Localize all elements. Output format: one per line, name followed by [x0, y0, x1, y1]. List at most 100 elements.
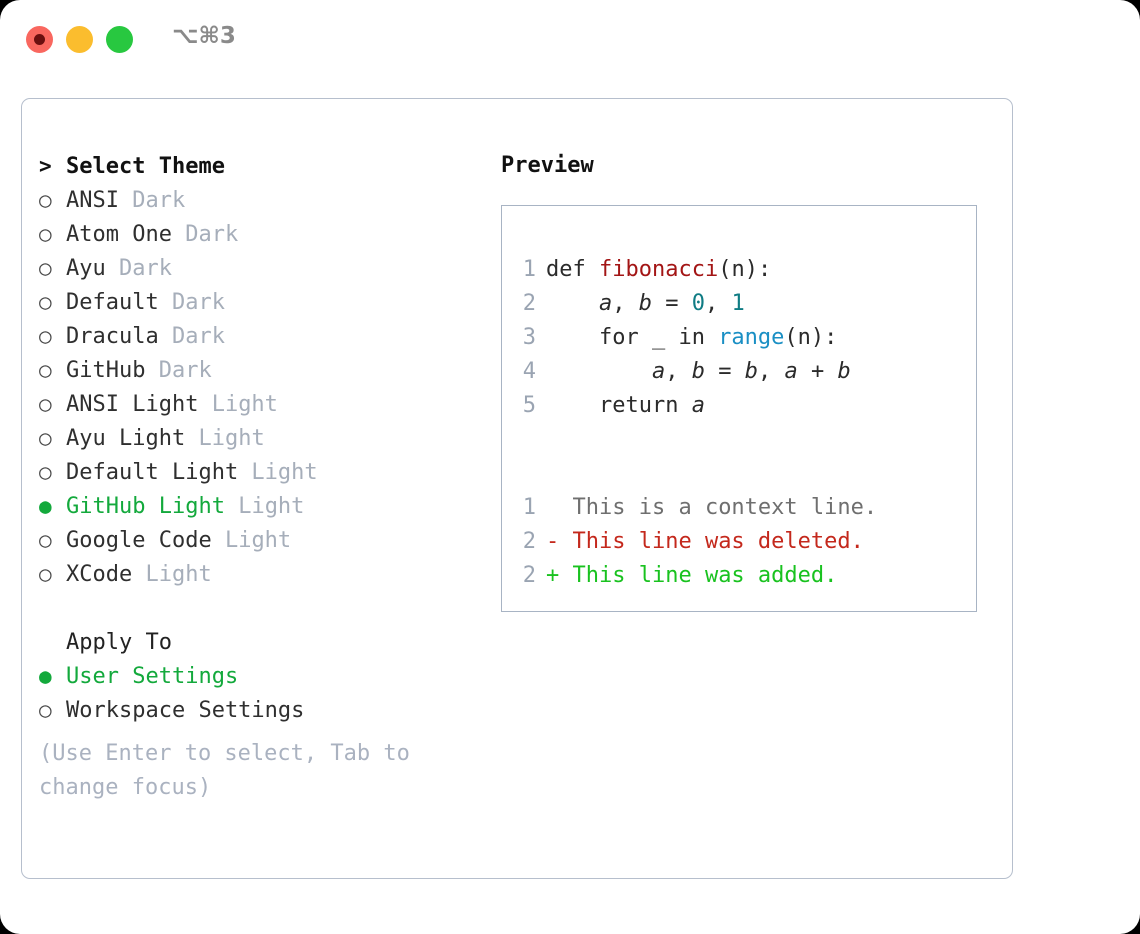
close-icon: [34, 34, 45, 45]
theme-name-label: ANSI Light: [66, 392, 199, 417]
theme-name-label: GitHub Light: [66, 494, 225, 519]
theme-variant-label: Dark: [118, 188, 186, 213]
page-title: Select Theme: [66, 154, 225, 179]
code-line: 2 a, b = 0, 1: [502, 287, 976, 321]
code-token: [546, 359, 652, 384]
code-text: def fibonacci(n):: [546, 253, 771, 287]
list-spacer: [39, 591, 479, 625]
maximize-button[interactable]: [106, 26, 133, 53]
theme-variant-label: Light: [211, 528, 292, 553]
theme-name-label: Ayu Light: [66, 426, 186, 451]
code-token: def: [546, 257, 599, 282]
code-token: =: [651, 291, 692, 316]
line-number: 3: [522, 325, 536, 350]
apply-to-option[interactable]: ● User Settings: [39, 659, 479, 693]
code-token: a: [651, 359, 666, 384]
diff-sign: +: [546, 563, 560, 588]
theme-name-label: Google Code: [66, 528, 212, 553]
radio-selected-icon: ●: [39, 494, 52, 518]
theme-list: ○ANSI Dark○Atom One Dark○Ayu Dark○Defaul…: [39, 183, 479, 591]
theme-list-item[interactable]: ○ANSI Light Light: [39, 387, 479, 421]
radio-unselected-icon: ○: [39, 222, 52, 246]
diff-line: 2+ This line was added.: [502, 559, 976, 593]
code-token: (n):: [784, 325, 838, 350]
diff-sign: [546, 491, 559, 525]
radio-unselected-icon: ○: [39, 562, 52, 586]
minimize-button[interactable]: [66, 26, 93, 53]
theme-variant-label: Dark: [145, 358, 212, 383]
code-token: ,: [757, 359, 785, 384]
diff-text: This line was deleted.: [559, 529, 864, 554]
diff-text: This is a context line.: [559, 495, 878, 520]
theme-list-item[interactable]: ○Dracula Dark: [39, 319, 479, 353]
apply-to-option[interactable]: ○ Workspace Settings: [39, 693, 479, 727]
theme-list-item[interactable]: ○Default Light Light: [39, 455, 479, 489]
preview-title: Preview: [501, 153, 594, 178]
code-token: b: [837, 359, 851, 384]
code-token: range: [718, 325, 785, 350]
theme-list-item[interactable]: ○ GitHub Dark: [39, 353, 479, 387]
line-number: 4: [522, 359, 536, 384]
apply-to-options: ● User Settings ○ Workspace Settings: [39, 659, 479, 727]
apply-to-option-label: Workspace Settings: [66, 698, 305, 723]
radio-unselected-icon: ○: [39, 358, 52, 382]
radio-unselected-icon: ○: [39, 256, 52, 280]
theme-name-label: Ayu: [66, 256, 106, 281]
code-token: ,: [665, 359, 692, 384]
line-number: 1: [522, 257, 536, 282]
code-token: [546, 291, 599, 316]
apply-to-marker-placeholder: [39, 625, 66, 659]
theme-list-item[interactable]: ○Atom One Dark: [39, 217, 479, 251]
code-line: 5 return a: [502, 389, 976, 423]
line-number: 1: [522, 495, 536, 520]
radio-selected-icon: ●: [39, 664, 52, 688]
code-token: b: [744, 359, 758, 384]
radio-unselected-icon: ○: [39, 188, 52, 212]
theme-name-label: GitHub: [66, 358, 146, 383]
theme-variant-label: Light: [238, 460, 318, 485]
code-line: 4 a, b = b, a + b: [502, 355, 976, 389]
code-token: =: [704, 359, 745, 384]
title-bar: ⌥⌘3: [0, 0, 1140, 78]
theme-list-item[interactable]: ○ Ayu Light Light: [39, 421, 479, 455]
radio-unselected-icon: ○: [39, 698, 52, 722]
line-number: 5: [522, 393, 536, 418]
radio-unselected-icon: ○: [39, 460, 52, 484]
code-token: ,: [704, 291, 732, 316]
theme-variant-label: Dark: [158, 324, 225, 349]
theme-list-item[interactable]: ● GitHub Light Light: [39, 489, 479, 523]
theme-name-label: Dracula: [66, 324, 159, 349]
code-line: 3 for _ in range(n):: [502, 321, 976, 355]
code-token: ,: [612, 291, 639, 316]
theme-list-item[interactable]: ○Ayu Dark: [39, 251, 479, 285]
theme-variant-label: Light: [224, 494, 305, 519]
theme-picker-column: > Select Theme ○ANSI Dark○Atom One Dark○…: [39, 149, 479, 805]
theme-list-item[interactable]: ○Default Dark: [39, 285, 479, 319]
keyboard-shortcut-label: ⌥⌘3: [172, 23, 236, 49]
close-button[interactable]: [26, 26, 53, 53]
theme-list-item[interactable]: ○ Google Code Light: [39, 523, 479, 557]
theme-list-item[interactable]: ○ANSI Dark: [39, 183, 479, 217]
code-text: a, b = 0, 1: [546, 287, 745, 321]
line-number: 2: [522, 563, 536, 588]
code-token: a: [598, 291, 613, 316]
theme-variant-label: Dark: [158, 290, 225, 315]
line-number: 2: [522, 529, 536, 554]
theme-variant-label: Light: [185, 426, 265, 451]
theme-variant-label: Light: [198, 392, 278, 417]
apply-to-option-label: User Settings: [66, 664, 239, 689]
code-token: a: [784, 359, 798, 384]
radio-unselected-icon: ○: [39, 528, 52, 552]
code-text: for _ in range(n):: [546, 321, 837, 355]
theme-list-item[interactable]: ○XCode Light: [39, 557, 479, 591]
code-text: a, b = b, a + b: [546, 355, 851, 389]
code-line: 1 def fibonacci(n):: [502, 253, 976, 287]
code-text: return a: [546, 389, 705, 423]
diff-sample: 1 This is a context line. 2- This line wa…: [502, 491, 976, 593]
code-token: a: [691, 393, 705, 418]
radio-unselected-icon: ○: [39, 426, 52, 450]
diff-sign: -: [546, 529, 560, 554]
